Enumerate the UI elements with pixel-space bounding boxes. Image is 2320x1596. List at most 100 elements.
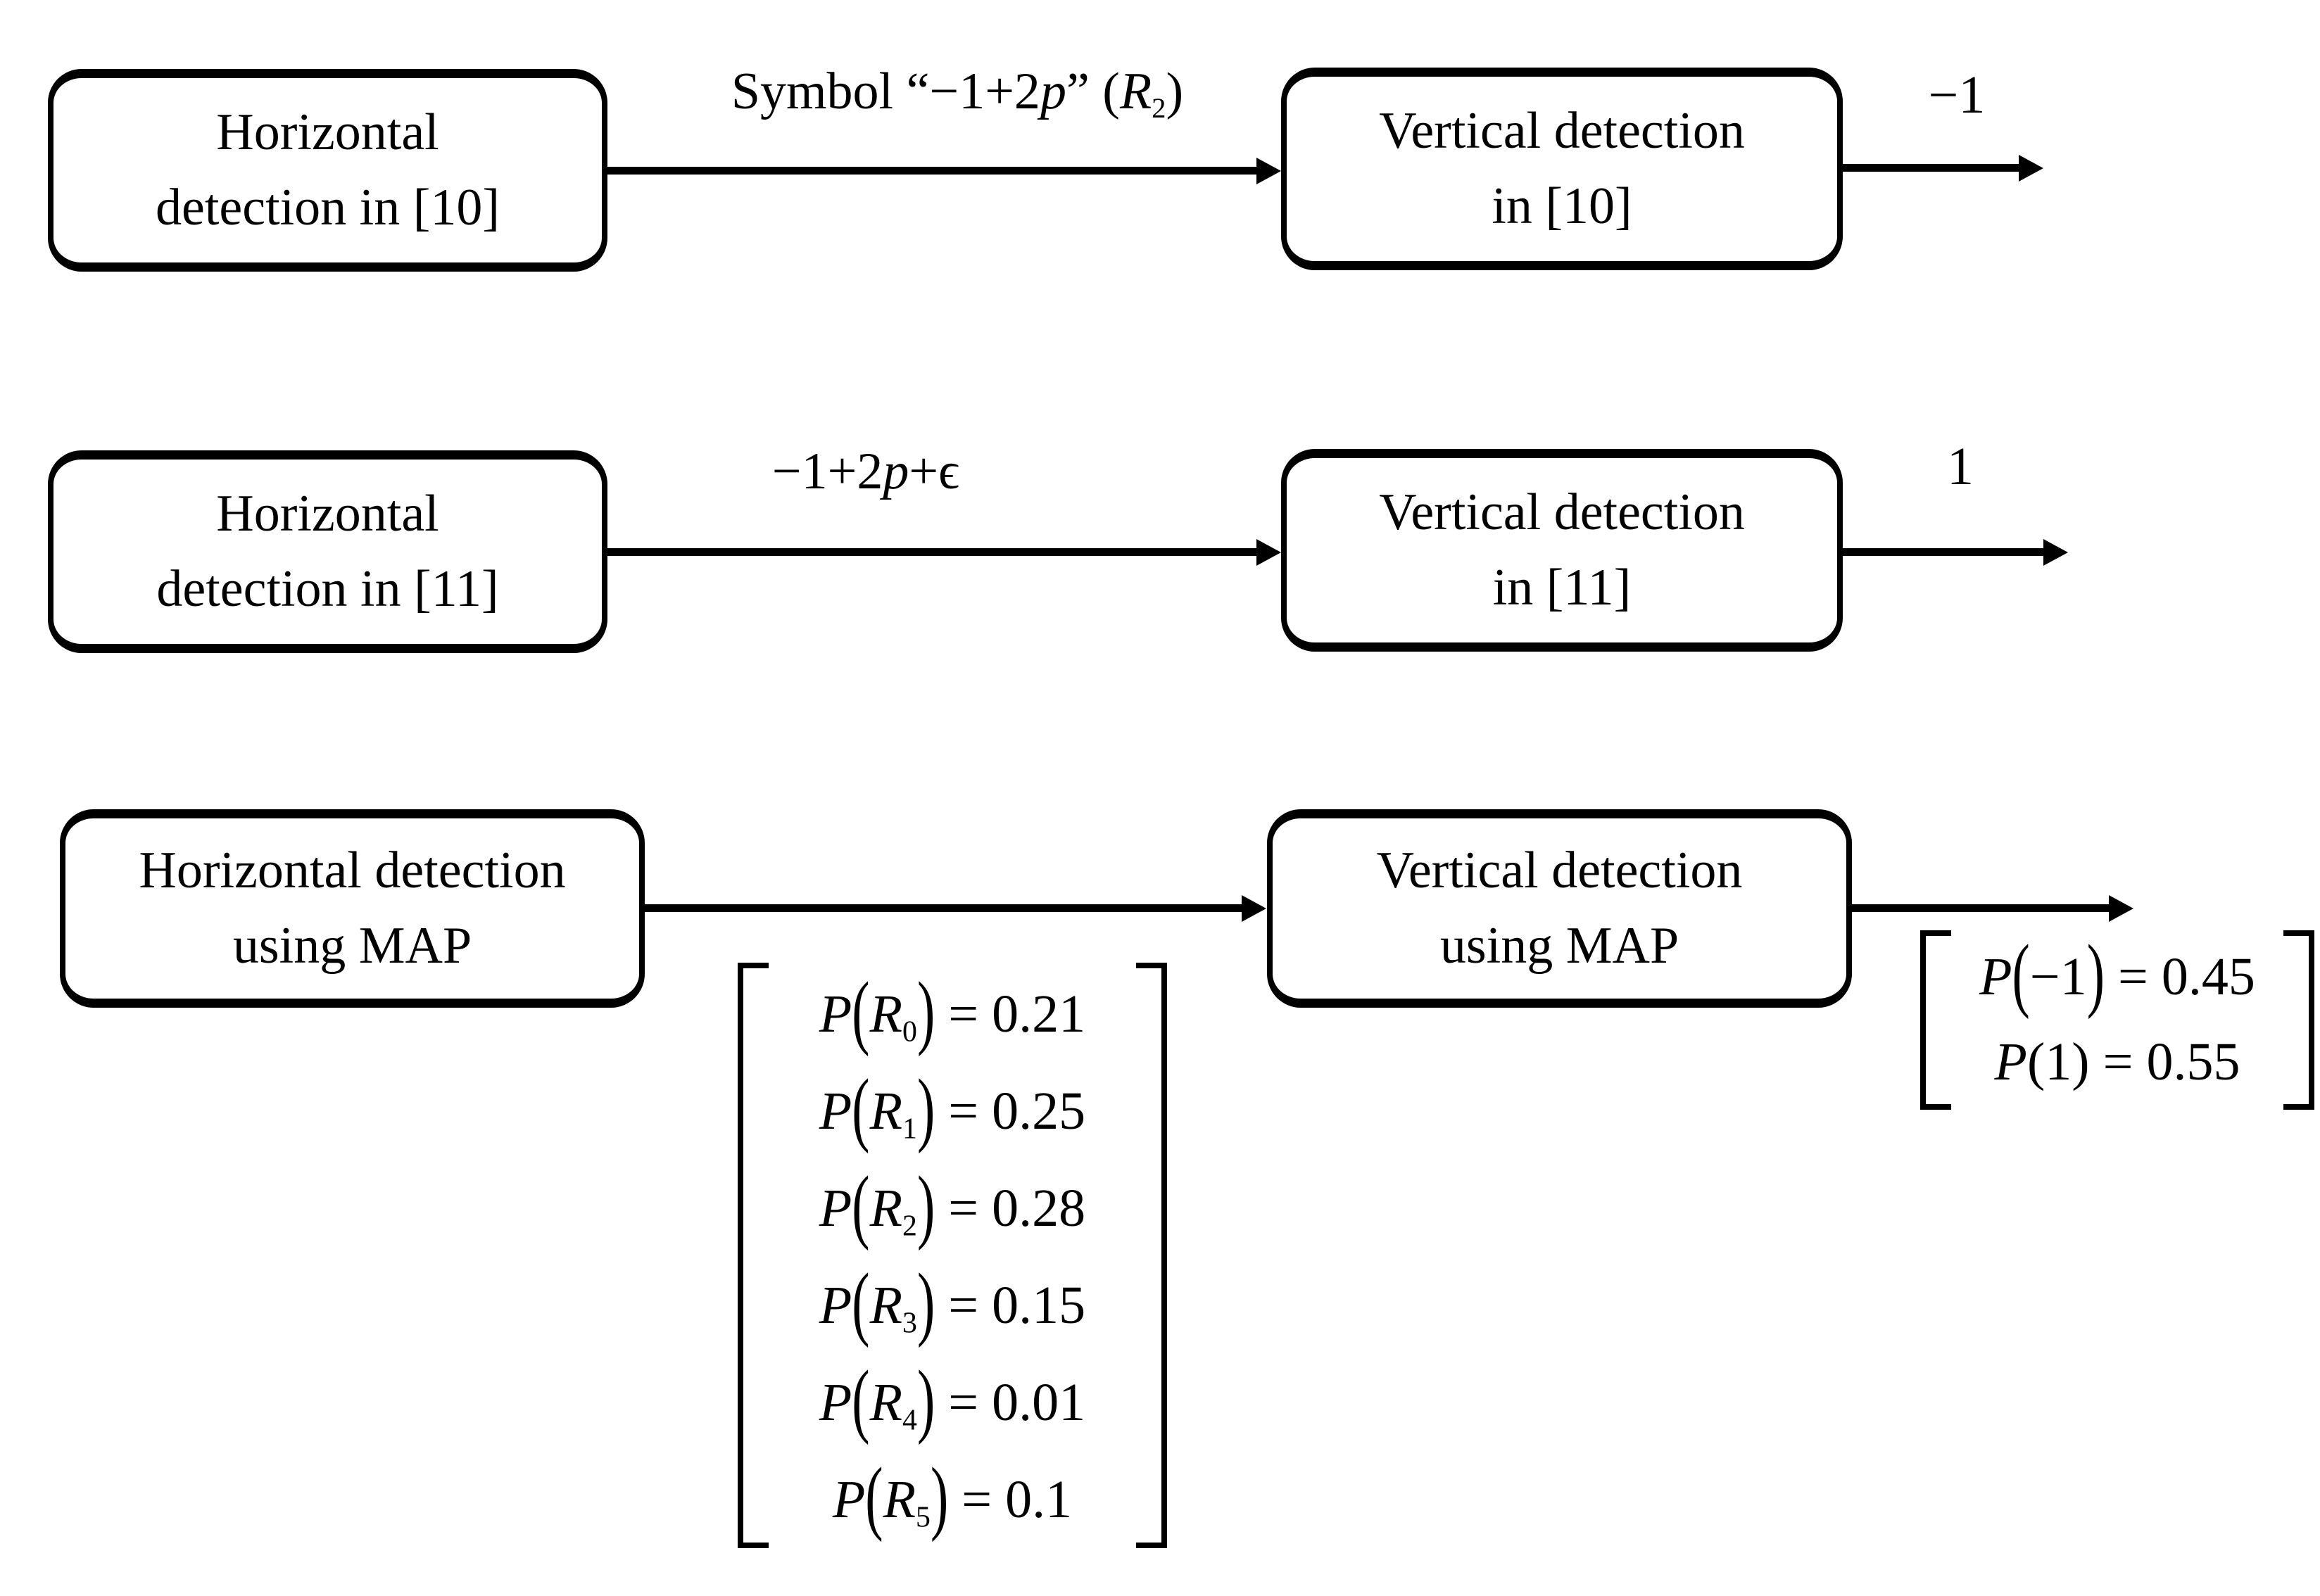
math-segment: p [1040,63,1066,120]
math-segment: ) [916,1354,935,1446]
arrow-label-symbol-r2: Symbol “−1+2p” (R2) [619,62,1295,125]
matrix-row: P(R5) = 0.1 [769,1451,1136,1548]
math-segment: ( [852,1354,870,1446]
box-label-line: using MAP [232,917,472,975]
arrow-row1-output [1843,154,2043,182]
arrow-row1-main [607,157,1281,184]
arrowhead-icon [1242,894,1266,922]
matrix-map-probabilities: P(R0) = 0.21 P(R1) = 0.25 P(R2) = 0.28 P… [738,963,1167,1548]
box-horizontal-detection-ref11: Horizontal detection in [11] [48,450,607,653]
math-segment: ) [916,1063,935,1155]
math-segment: ( [865,1451,883,1543]
matrix-bracket-right [2283,930,2314,1110]
box-label-line: Horizontal detection [139,841,566,899]
math-segment: 4 [902,1404,917,1437]
matrix-row: P(R1) = 0.25 [769,1063,1136,1160]
arrow-row2-output [1843,538,2068,566]
math-segment: 1 [902,1113,917,1146]
math-segment: R [869,1179,903,1238]
math-segment: R [869,984,903,1044]
math-segment: ) [916,965,935,1058]
matrix-bracket-left [1920,930,1951,1110]
math-segment: ( [2026,1032,2045,1091]
math-segment: R [869,1276,903,1335]
math-segment: P [819,1082,852,1141]
math-segment: 5 [916,1501,931,1534]
matrix-rows: P(R0) = 0.21 P(R1) = 0.25 P(R2) = 0.28 P… [769,963,1136,1548]
box-label-line: detection in [11] [156,560,499,618]
math-segment: R [869,1373,903,1432]
math-segment: ) [916,1257,935,1349]
arrowhead-icon [2019,154,2043,182]
math-segment: = 0.15 [935,1276,1086,1335]
math-segment: ) [916,1160,935,1252]
math-segment: 0 [902,1015,917,1049]
arrowhead-icon [2109,894,2133,922]
math-segment: P [832,1470,866,1529]
matrix-row: P(1) = 0.55 [1951,1020,2283,1105]
math-segment: P [819,1373,852,1432]
matrix-bracket-right [1136,963,1167,1548]
box-horizontal-detection-ref10: Horizontal detection in [10] [48,69,607,272]
math-segment: 3 [902,1307,917,1340]
arrowhead-icon [2043,538,2068,566]
math-segment: = 0.55 [2089,1032,2240,1091]
output-label-row2: 1 [1947,437,1974,496]
math-segment: = 0.45 [2105,947,2255,1006]
math-segment: P [819,1179,852,1238]
box-vertical-detection-ref11: Vertical detection in [11] [1281,449,1843,652]
matrix-row: P(R2) = 0.28 [769,1160,1136,1257]
math-segment: P [1994,1032,2027,1091]
arrow-label-soft-symbol: −1+2p+ϵ [669,442,1063,502]
math-segment: p [883,443,909,500]
box-vertical-detection-ref10: Vertical detection in [10] [1281,68,1843,270]
matrix-rows: P(−1) = 0.45 P(1) = 0.55 [1951,928,2283,1110]
math-segment: ( [852,1063,870,1155]
box-label-line: Vertical detection [1379,101,1745,160]
box-label-line: in [11] [1492,559,1632,616]
arrow-row2-main [607,538,1281,566]
box-label-line: Vertical detection [1376,841,1743,899]
math-segment: = 0.25 [935,1082,1086,1141]
math-segment: ) [2086,928,2105,1020]
math-segment: ( [852,1257,870,1349]
arrowhead-icon [1256,157,1281,184]
math-segment: P [819,984,852,1044]
matrix-row: P(R0) = 0.21 [769,965,1136,1063]
math-segment: +ϵ [909,443,960,500]
math-segment: ( [852,1160,870,1252]
math-segment: ( [2012,928,2030,1020]
output-label-row1: −1 [1928,65,1986,125]
box-label-line: detection in [10] [155,179,500,236]
box-label-line: Horizontal [216,484,439,543]
math-segment: = 0.01 [935,1373,1086,1432]
math-segment: R [1119,63,1152,120]
matrix-row: P(R3) = 0.15 [769,1257,1136,1354]
box-vertical-detection-map: Vertical detection using MAP [1267,809,1852,1008]
matrix-row: P(−1) = 0.45 [1951,928,2283,1020]
math-segment: = 0.1 [948,1470,1073,1529]
box-label-line: Horizontal [216,103,439,161]
box-horizontal-detection-map: Horizontal detection using MAP [60,809,645,1008]
arrow-row3-output [1852,894,2133,922]
math-segment: Symbol “−1+2 [731,63,1040,120]
math-segment: R [869,1082,903,1141]
math-segment: = 0.28 [935,1179,1086,1238]
matrix-output-probabilities: P(−1) = 0.45 P(1) = 0.55 [1920,928,2314,1110]
math-segment: P [1979,947,2012,1006]
math-segment: ) [2072,1032,2090,1091]
box-label-line: using MAP [1439,917,1679,975]
math-segment: −1+2 [771,443,883,500]
box-label-line: Vertical detection [1379,483,1745,541]
math-segment: ( [852,965,870,1058]
arrow-row3-main [645,894,1266,922]
box-label-line: in [10] [1492,177,1632,235]
math-segment: = 0.21 [935,984,1086,1044]
math-segment: P [819,1276,852,1335]
math-segment: 2 [902,1210,917,1243]
math-segment: R [883,1470,916,1529]
matrix-bracket-left [738,963,769,1548]
math-segment: −1 [2029,947,2087,1006]
arrowhead-icon [1256,538,1281,566]
